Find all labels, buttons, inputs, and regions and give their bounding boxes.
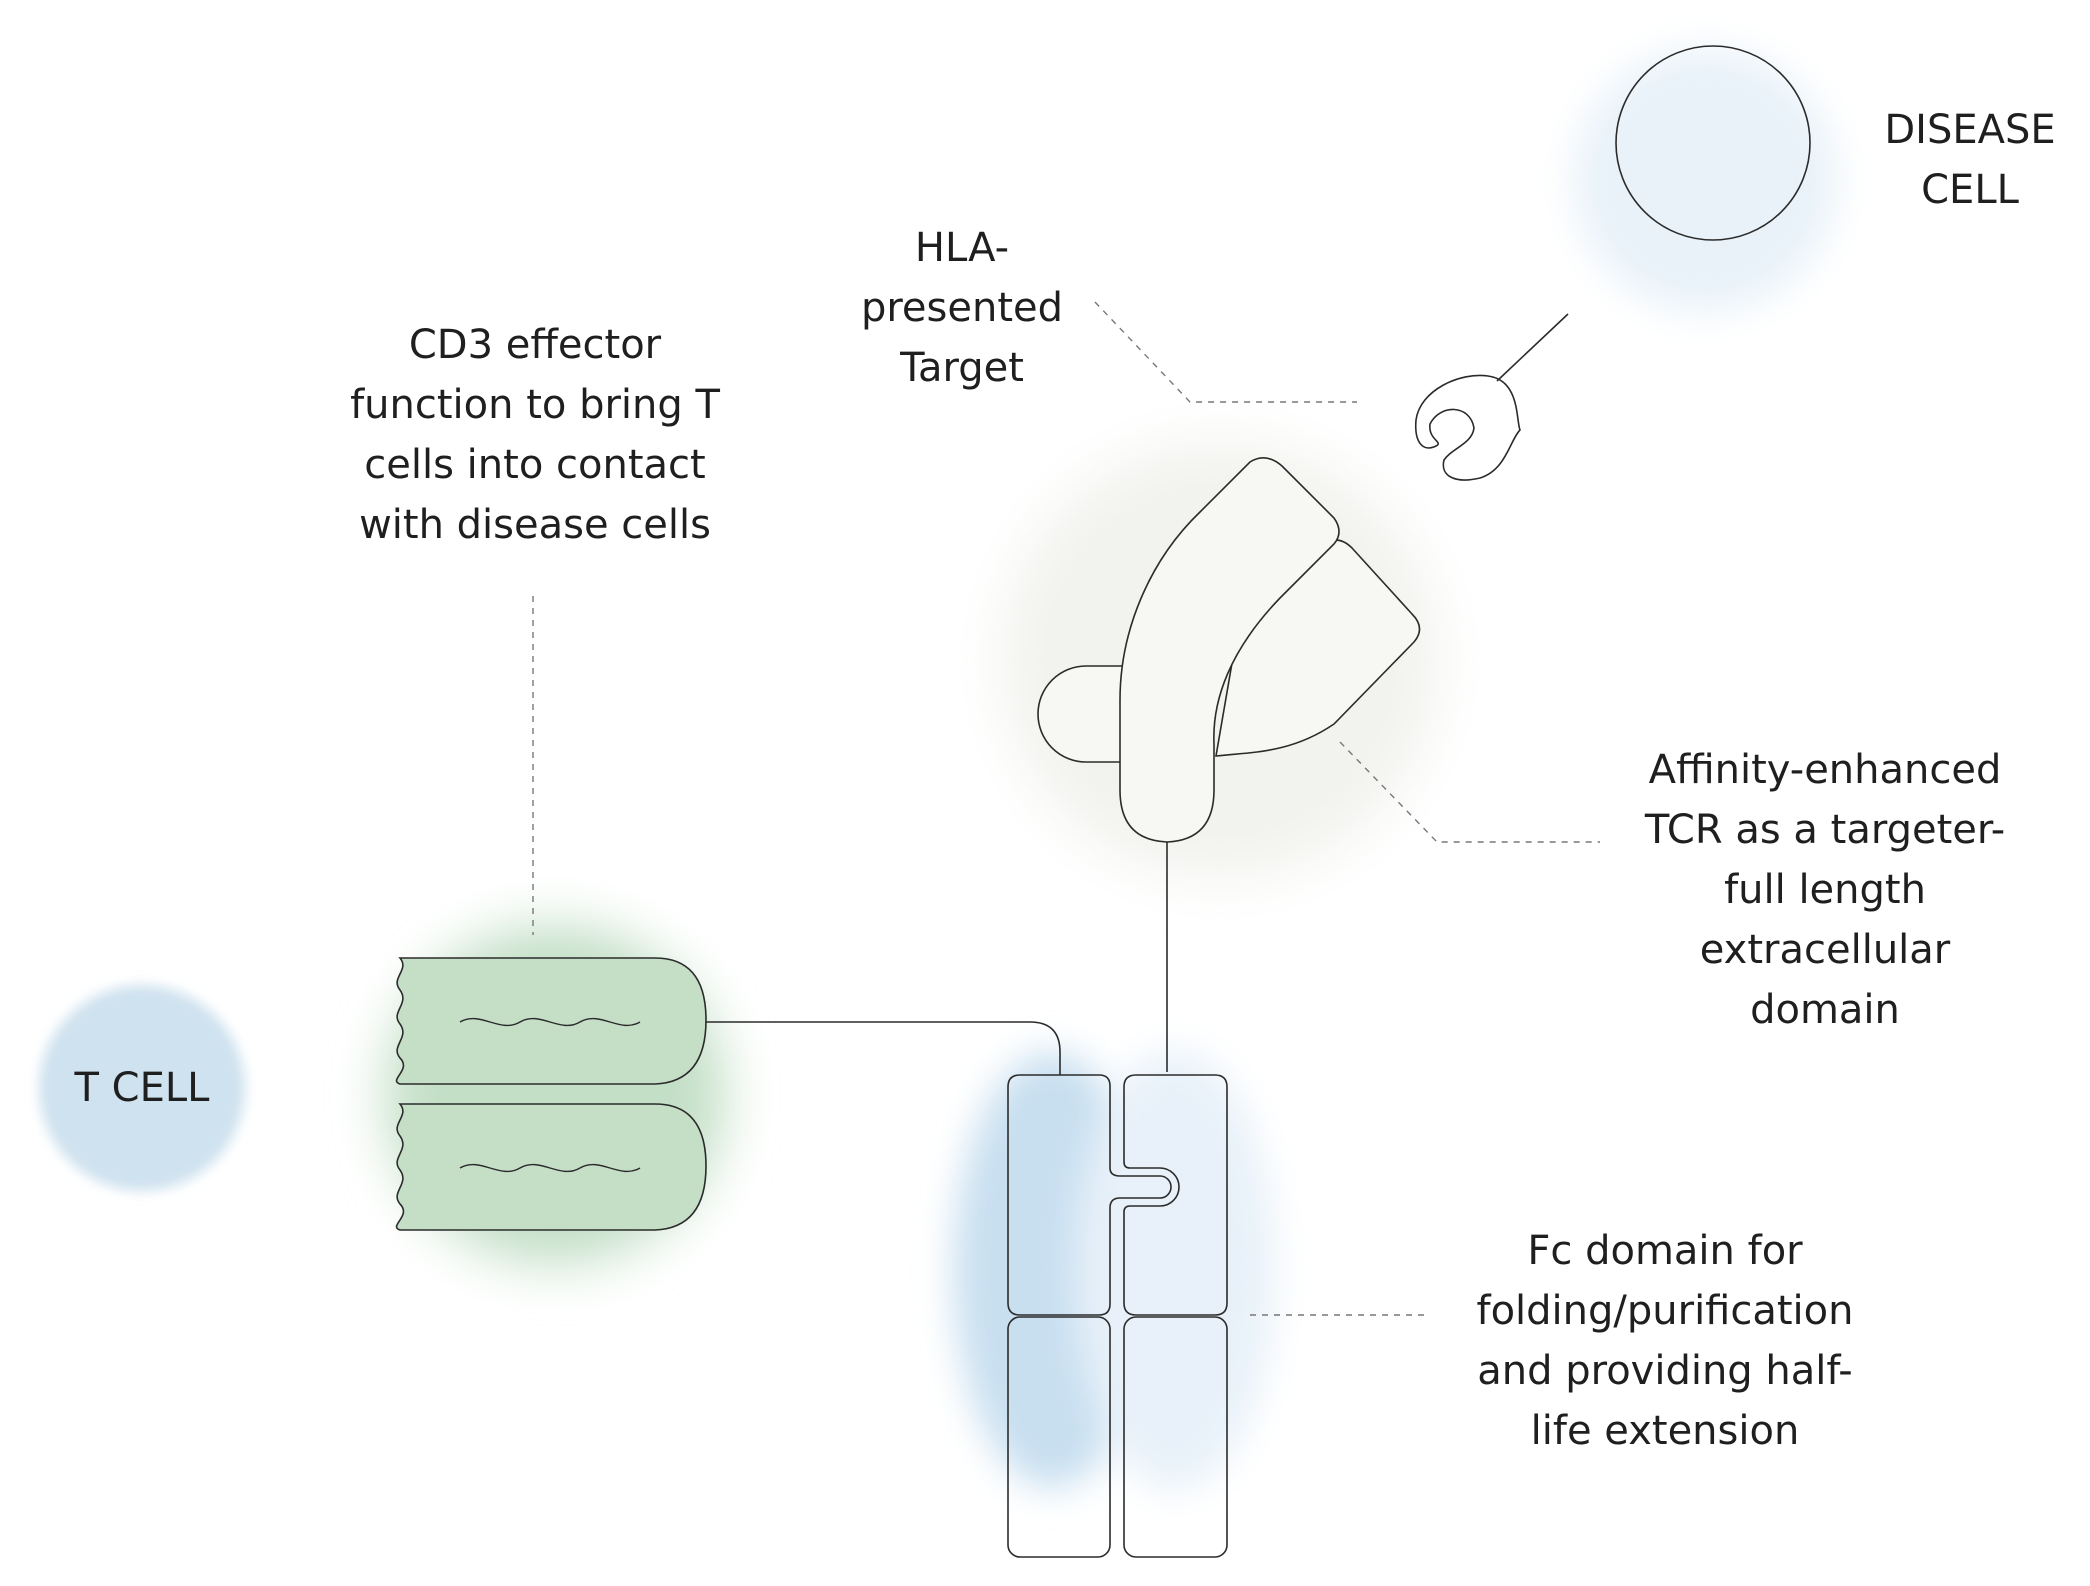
fc-right-top-block	[1123, 1074, 1228, 1316]
tcr-label-line: extracellular	[1699, 927, 1951, 973]
tcr-label-line: full length	[1724, 867, 1926, 913]
fc-left-top-block	[1007, 1074, 1172, 1316]
disease-cell-glow	[1573, 48, 1837, 312]
fc-label-line: Fc domain for	[1527, 1228, 1803, 1274]
cd3-module-top	[395, 957, 707, 1085]
disease-cell-label: DISEASE CELL	[1850, 100, 2090, 220]
cd3-label-line: CD3 effector	[408, 322, 662, 368]
cd3-label: CD3 effector function to bring T cells i…	[330, 315, 740, 555]
fc-label-line: folding/purification	[1476, 1288, 1854, 1334]
tcr-label: Affinity-enhanced TCR as a targeter- ful…	[1620, 740, 2030, 1040]
target-connector-line	[1496, 313, 1569, 382]
fc-right-bottom-block	[1123, 1316, 1228, 1558]
hla-leader-line	[1094, 301, 1357, 403]
hla-target-label-line: Target	[900, 345, 1024, 391]
cd3-label-line: with disease cells	[359, 502, 711, 548]
fc-left-bottom-block	[1007, 1316, 1111, 1558]
fc-label-line: and providing half-	[1477, 1348, 1853, 1394]
disease-cell-circle	[1615, 45, 1811, 241]
fc-label: Fc domain for folding/purification and p…	[1455, 1221, 1875, 1461]
tcr-long-arm	[1119, 457, 1340, 843]
cd3-wave-bottom	[459, 1163, 641, 1173]
fc-right-glow	[1075, 1050, 1275, 1490]
t-cell-label: T CELL	[42, 1058, 242, 1118]
hla-target-label-line: HLA-	[914, 225, 1010, 271]
t-cell	[39, 985, 245, 1191]
fc-domain	[1007, 1074, 1228, 1558]
cd3-module-bottom	[395, 1103, 707, 1231]
disease-cell-label-line: CELL	[1921, 167, 2019, 213]
tcr-label-line: domain	[1750, 987, 1900, 1033]
cd3-label-line: function to bring T	[350, 382, 720, 428]
hla-target-label-line: presented	[860, 285, 1064, 331]
fc-label-line: life extension	[1530, 1408, 1800, 1454]
tcr-side-bump	[1037, 665, 1125, 763]
tcr-structure	[1037, 457, 1421, 843]
hla-target-shape	[1414, 374, 1521, 481]
disease-cell-label-line: DISEASE	[1884, 107, 2056, 153]
cd3-label-line: cells into contact	[364, 442, 706, 488]
tcr-label-line: Affinity-enhanced	[1648, 747, 2002, 793]
t-cell-label-line: T CELL	[74, 1065, 210, 1111]
tcr-label-line: TCR as a targeter-	[1644, 807, 2006, 853]
cd3-linker	[706, 1021, 1061, 1075]
hla-target-label: HLA- presented Target	[822, 218, 1102, 398]
cd3-wave-top	[459, 1017, 641, 1027]
